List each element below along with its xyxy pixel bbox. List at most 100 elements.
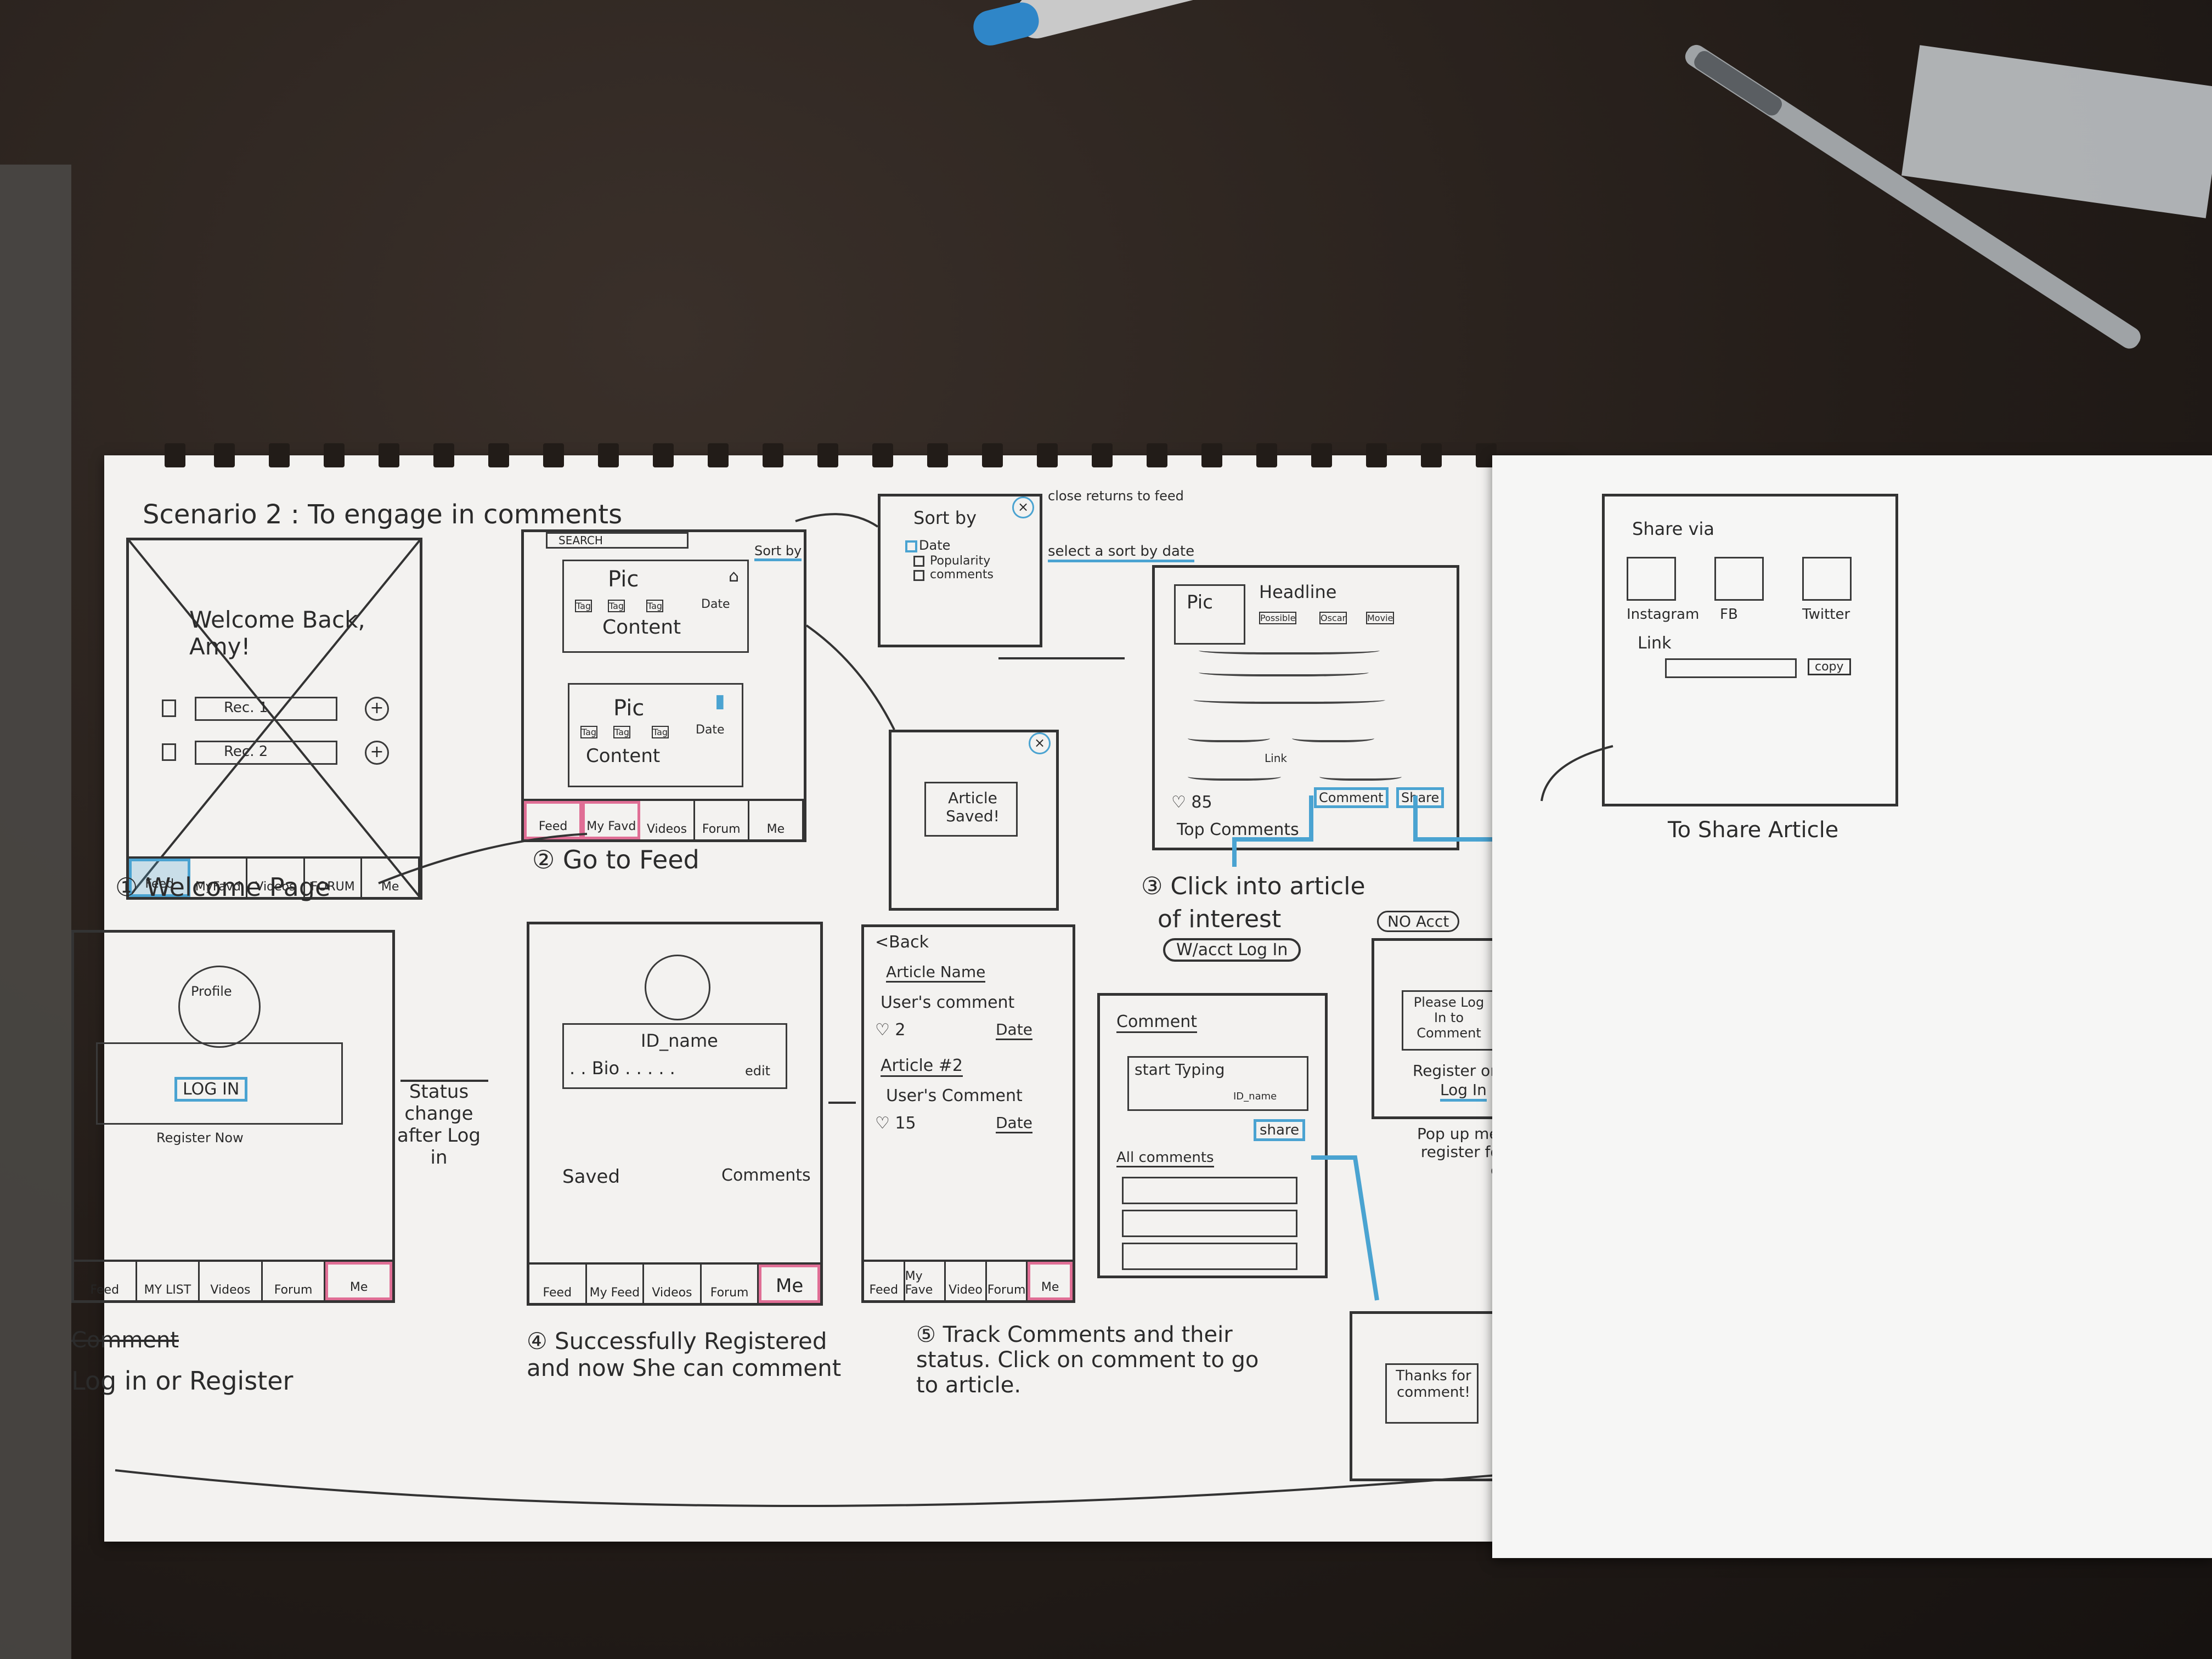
login-nav-me-label: Me	[349, 1280, 368, 1294]
track-nav-forum[interactable]: Forum	[987, 1262, 1028, 1300]
nav-forum[interactable]: FORUM	[305, 859, 363, 897]
profile-nav-feed[interactable]: Feed	[529, 1265, 587, 1303]
nav-videos[interactable]: Videos	[247, 859, 305, 897]
rec-2-field[interactable]: Rec. 2	[195, 741, 337, 765]
comments-label[interactable]: Comments	[721, 1166, 811, 1185]
share-title: Share via	[1632, 518, 1714, 539]
user-comment-2[interactable]: User's Comment	[886, 1086, 1023, 1105]
bookmark-icon[interactable]: ⌂	[729, 567, 740, 586]
user-comment-1[interactable]: User's comment	[881, 993, 1015, 1012]
profile-nav-forum[interactable]: Forum	[702, 1265, 759, 1303]
sort-option-date[interactable]: Date	[919, 538, 951, 553]
feed-card-1[interactable]: Pic Tag Tag Tag Date Content ⌂	[562, 560, 749, 653]
track-nav-me-label: Me	[1041, 1280, 1059, 1294]
back-link[interactable]: <Back	[875, 933, 929, 952]
comment-input[interactable]: start Typing ID_name	[1127, 1056, 1308, 1111]
feed-nav-me[interactable]: Me	[749, 801, 804, 839]
comment-item-3[interactable]	[1122, 1243, 1297, 1270]
login-caption-struck: Comment	[71, 1328, 179, 1353]
share-link-field[interactable]	[1665, 658, 1797, 678]
feed-nav-videos[interactable]: Videos	[640, 801, 695, 839]
comments-checkbox[interactable]	[913, 570, 924, 581]
profile-label: Profile	[191, 984, 232, 999]
track-nav-forum-label: Forum	[987, 1283, 1026, 1297]
rec-1-field[interactable]: Rec. 1	[195, 697, 337, 721]
profile-nav-videos[interactable]: Videos	[644, 1265, 702, 1303]
scenario-title: Scenario 2 : To engage in comments	[143, 499, 623, 530]
rec-1-add-icon[interactable]: +	[365, 697, 389, 721]
nav-myfavd-label: MyFavd	[195, 880, 241, 894]
comment-item-2[interactable]	[1122, 1210, 1297, 1237]
rec-2-checkbox[interactable]	[162, 743, 176, 761]
profile-screen: ID_name . . Bio . . . . . edit Saved Com…	[527, 922, 823, 1306]
instagram-icon[interactable]	[1627, 557, 1676, 601]
login-nav-forum[interactable]: Forum	[263, 1262, 326, 1300]
sort-by-button[interactable]: Sort by	[754, 543, 802, 561]
profile-nav-myfeed[interactable]: My Feed	[587, 1265, 645, 1303]
rec-2-add-icon[interactable]: +	[365, 741, 389, 765]
saved-close-icon[interactable]: ×	[1029, 732, 1051, 754]
comment-item-1[interactable]	[1122, 1177, 1297, 1204]
sort-option-popularity[interactable]: Popularity	[930, 554, 991, 568]
copy-button[interactable]: copy	[1808, 658, 1851, 675]
likes-2: ♡ 15	[875, 1114, 916, 1133]
rec-1-checkbox[interactable]	[162, 699, 176, 717]
popup-login-link[interactable]: Log In	[1440, 1081, 1487, 1102]
card-1-date: Date	[701, 597, 730, 611]
track-nav-myfave[interactable]: My Fave	[905, 1262, 946, 1300]
login-caption: Log in or Register	[71, 1366, 294, 1396]
feed-nav-forum[interactable]: Forum	[695, 801, 749, 839]
login-nav-feed[interactable]: Feed	[74, 1262, 137, 1300]
article-2[interactable]: Article #2	[881, 1056, 963, 1077]
comment-placeholder: start Typing	[1135, 1060, 1225, 1079]
card-2-date: Date	[696, 723, 725, 737]
nav-feed[interactable]: Feed	[129, 859, 190, 897]
track-nav-feed[interactable]: Feed	[864, 1262, 905, 1300]
sort-option-comments[interactable]: comments	[930, 568, 994, 582]
feed-nav-myfavd-label: My Favd	[586, 820, 636, 833]
article-likes[interactable]: ♡ 85	[1171, 793, 1212, 812]
feed-nav-feed[interactable]: Feed	[524, 801, 583, 839]
no-acct-tag: NO Acct	[1377, 911, 1460, 932]
login-nav-videos[interactable]: Videos	[200, 1262, 263, 1300]
saved-label[interactable]: Saved	[562, 1166, 620, 1188]
article-link[interactable]: Link	[1265, 752, 1287, 765]
login-button[interactable]: LOG IN	[174, 1077, 248, 1102]
nav-me-label: Me	[381, 880, 399, 894]
search-bar[interactable]: SEARCH	[546, 532, 689, 549]
feed-card-2[interactable]: Pic Tag Tag Tag Date Content ▮	[568, 683, 743, 787]
feed-nav-myfavd[interactable]: My Favd	[582, 801, 641, 839]
feed-nav-forum-label: Forum	[702, 822, 741, 836]
register-or-text[interactable]: Register or	[1413, 1062, 1497, 1080]
note-select-sort: select a sort by date	[1048, 543, 1195, 562]
comment-share-button[interactable]: share	[1254, 1119, 1306, 1141]
edit-link[interactable]: edit	[745, 1063, 771, 1079]
track-nav-me[interactable]: Me	[1028, 1262, 1073, 1300]
facebook-icon[interactable]	[1714, 557, 1764, 601]
welcome-nav: Feed MyFavd Videos FORUM Me	[129, 856, 420, 897]
bookmark-saved-icon[interactable]: ▮	[715, 690, 725, 712]
date-1: Date	[996, 1020, 1032, 1040]
article-tag-2: Oscar	[1319, 612, 1347, 624]
login-nav-mylist[interactable]: MY LIST	[137, 1262, 200, 1300]
register-now[interactable]: Register Now	[156, 1130, 244, 1146]
article-name[interactable]: Article Name	[886, 963, 986, 983]
twitter-icon[interactable]	[1802, 557, 1852, 601]
nav-me[interactable]: Me	[362, 859, 420, 897]
date-checkbox[interactable]	[905, 540, 917, 552]
profile-nav-me-label: Me	[776, 1275, 804, 1297]
track-nav-myfave-label: My Fave	[905, 1269, 933, 1297]
nav-myfavd[interactable]: MyFavd	[190, 859, 248, 897]
login-nav-feed-label: Feed	[90, 1283, 120, 1297]
login-nav-me[interactable]: Me	[325, 1262, 392, 1300]
comment-button[interactable]: Comment	[1314, 787, 1389, 808]
track-nav-feed-label: Feed	[869, 1283, 899, 1297]
welcome-caption: ① Welcome Page	[115, 872, 331, 902]
track-nav-video[interactable]: Video	[946, 1262, 987, 1300]
popularity-checkbox[interactable]	[913, 556, 924, 567]
share-button[interactable]: Share	[1396, 787, 1444, 808]
article-pic: Pic	[1174, 584, 1245, 645]
profile-nav-me[interactable]: Me	[759, 1265, 820, 1303]
close-icon[interactable]: ×	[1012, 496, 1034, 518]
card-2-pic: Pic	[613, 696, 645, 721]
